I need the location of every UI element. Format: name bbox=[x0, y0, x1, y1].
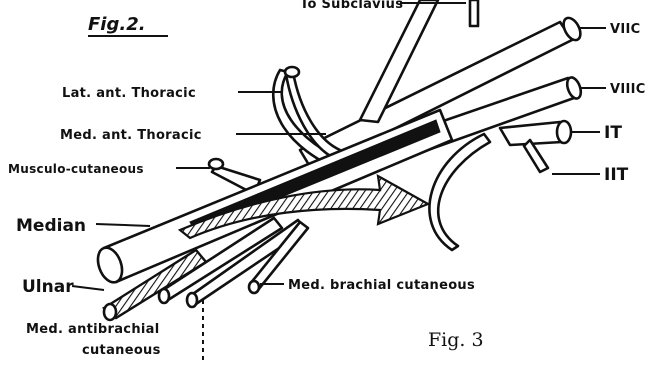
med-antibrachial-label-line1: Med. antibrachial bbox=[26, 322, 159, 337]
med-antibrachial-label-line2: cutaneous bbox=[82, 343, 161, 358]
viiic-label: VIIIC bbox=[610, 82, 646, 97]
it-label: IT bbox=[604, 123, 622, 143]
musculo-cutaneous-label: Musculo-cutaneous bbox=[8, 162, 144, 176]
to-subclavius-label: To Subclavius bbox=[300, 0, 403, 12]
fig2-label: Fig.2. bbox=[88, 14, 146, 35]
med-brachial-cutaneous-label: Med. brachial cutaneous bbox=[288, 278, 475, 293]
lat-ant-thoracic-label: Lat. ant. Thoracic bbox=[62, 86, 196, 101]
viic-label: VIIC bbox=[610, 22, 640, 37]
med-ant-thoracic-label: Med. ant. Thoracic bbox=[60, 128, 202, 143]
ulnar-label: Ulnar bbox=[22, 277, 74, 297]
nerve-loop-lower bbox=[429, 134, 490, 250]
fig3-label: Fig. 3 bbox=[428, 329, 484, 351]
median-label: Median bbox=[16, 216, 86, 236]
nerve-root-it bbox=[500, 121, 571, 172]
iit-label: IIT bbox=[604, 165, 629, 185]
